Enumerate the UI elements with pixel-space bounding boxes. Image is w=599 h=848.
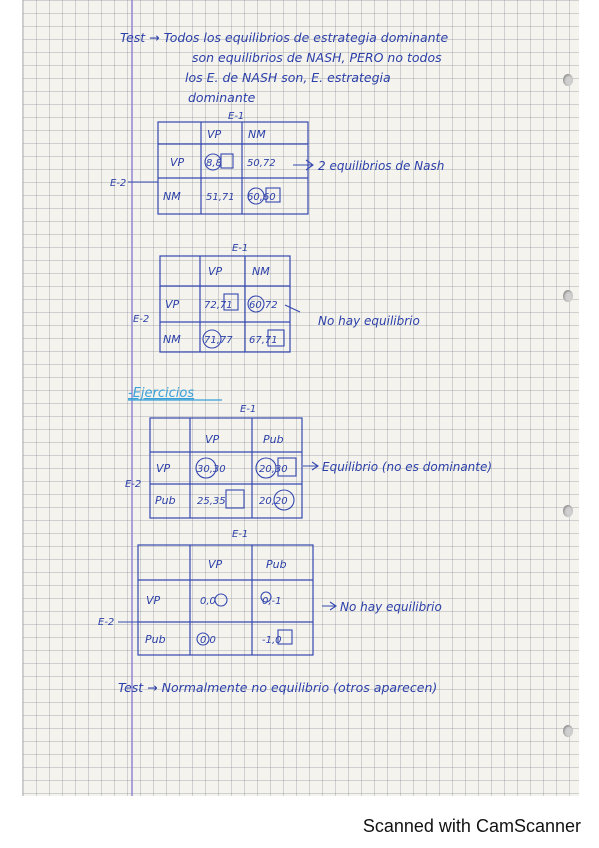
intro-line-1: Test → Todos los equilibrios de estrateg… — [120, 30, 448, 45]
game-note: 2 equilibrios de Nash — [318, 159, 444, 173]
row-header-2: NM — [163, 333, 181, 346]
col-header-2: Pub — [266, 558, 287, 571]
player-left-label: E-2 — [98, 617, 114, 628]
payoff-cell: 8,8 — [206, 158, 222, 169]
payoff-cell: 50,72 — [247, 158, 276, 169]
row-header-1: VP — [165, 298, 180, 311]
section-heading: -Ejercicios — [128, 386, 194, 401]
game-matrix-1: E-1 E-2 VP NM VP NM 8,8 50,72 51,71 60,6… — [110, 111, 444, 215]
payoff-cell: 67,71 — [249, 335, 278, 346]
col-header-2: NM — [252, 265, 270, 278]
col-header-1: VP — [208, 265, 223, 278]
payoff-cell: 20,30 — [259, 464, 288, 475]
margin-line — [131, 0, 133, 796]
col-header-1: VP — [205, 433, 220, 446]
player-top-label: E-1 — [228, 111, 244, 122]
game-note: Equilibrio (no es dominante) — [322, 460, 492, 474]
scanner-footer: Scanned with CamScanner — [0, 808, 599, 848]
final-note: Test → Normalmente no equilibrio (otros … — [118, 680, 437, 695]
game-matrix-3: E-1 E-2 VP Pub VP Pub 30,30 20,30 25,35 … — [125, 404, 492, 519]
punch-hole — [563, 74, 573, 86]
game-note: No hay equilibrio — [318, 314, 420, 328]
player-top-label: E-1 — [232, 243, 248, 254]
punch-hole — [563, 290, 573, 302]
row-header-2: NM — [163, 190, 181, 203]
player-top-label: E-1 — [240, 404, 256, 415]
payoff-cell: 0,-1 — [262, 596, 282, 607]
col-header-1: VP — [207, 128, 222, 141]
player-top-label: E-1 — [232, 529, 248, 540]
payoff-cell: 0,0 — [200, 596, 216, 607]
payoff-cell: 20,20 — [259, 496, 288, 507]
intro-line-3: los E. de NASH son, E. estrategia — [185, 70, 391, 85]
row-header-2: Pub — [155, 494, 176, 507]
payoff-cell: 51,71 — [206, 192, 235, 203]
game-matrix-4: E-1 E-2 VP Pub VP Pub 0,0 0,-1 0,0 -1,0 … — [98, 529, 442, 656]
intro-line-2: son equilibrios de NASH, PERO no todos — [192, 50, 442, 65]
punch-hole — [563, 505, 573, 517]
game-note: No hay equilibrio — [340, 600, 442, 614]
scanner-watermark-text: Scanned with CamScanner — [362, 816, 581, 836]
player-left-label: E-2 — [125, 479, 141, 490]
row-header-1: VP — [156, 462, 171, 475]
handwritten-notes: Test → Todos los equilibrios de estrateg… — [98, 30, 492, 695]
row-header-1: VP — [146, 594, 161, 607]
col-header-1: VP — [208, 558, 223, 571]
payoff-cell: -1,0 — [262, 635, 282, 646]
intro-line-4: dominante — [188, 90, 256, 105]
payoff-cell: 60,60 — [247, 192, 276, 203]
player-left-label: E-2 — [133, 314, 149, 325]
payoff-cell: 72,71 — [204, 300, 233, 311]
game-matrix-2: E-1 E-2 VP NM VP NM 72,71 60,72 71,77 67… — [133, 243, 420, 353]
player-left-label: E-2 — [110, 178, 126, 189]
col-header-2: Pub — [263, 433, 284, 446]
row-header-2: Pub — [145, 633, 166, 646]
payoff-cell: 0,0 — [200, 635, 216, 646]
punch-hole — [563, 725, 573, 737]
payoff-cell: 71,77 — [204, 335, 233, 346]
col-header-2: NM — [248, 128, 266, 141]
row-header-1: VP — [170, 156, 185, 169]
payoff-cell: 30,30 — [197, 464, 226, 475]
notebook-page — [22, 0, 579, 796]
payoff-cell: 25,35 — [197, 496, 226, 507]
